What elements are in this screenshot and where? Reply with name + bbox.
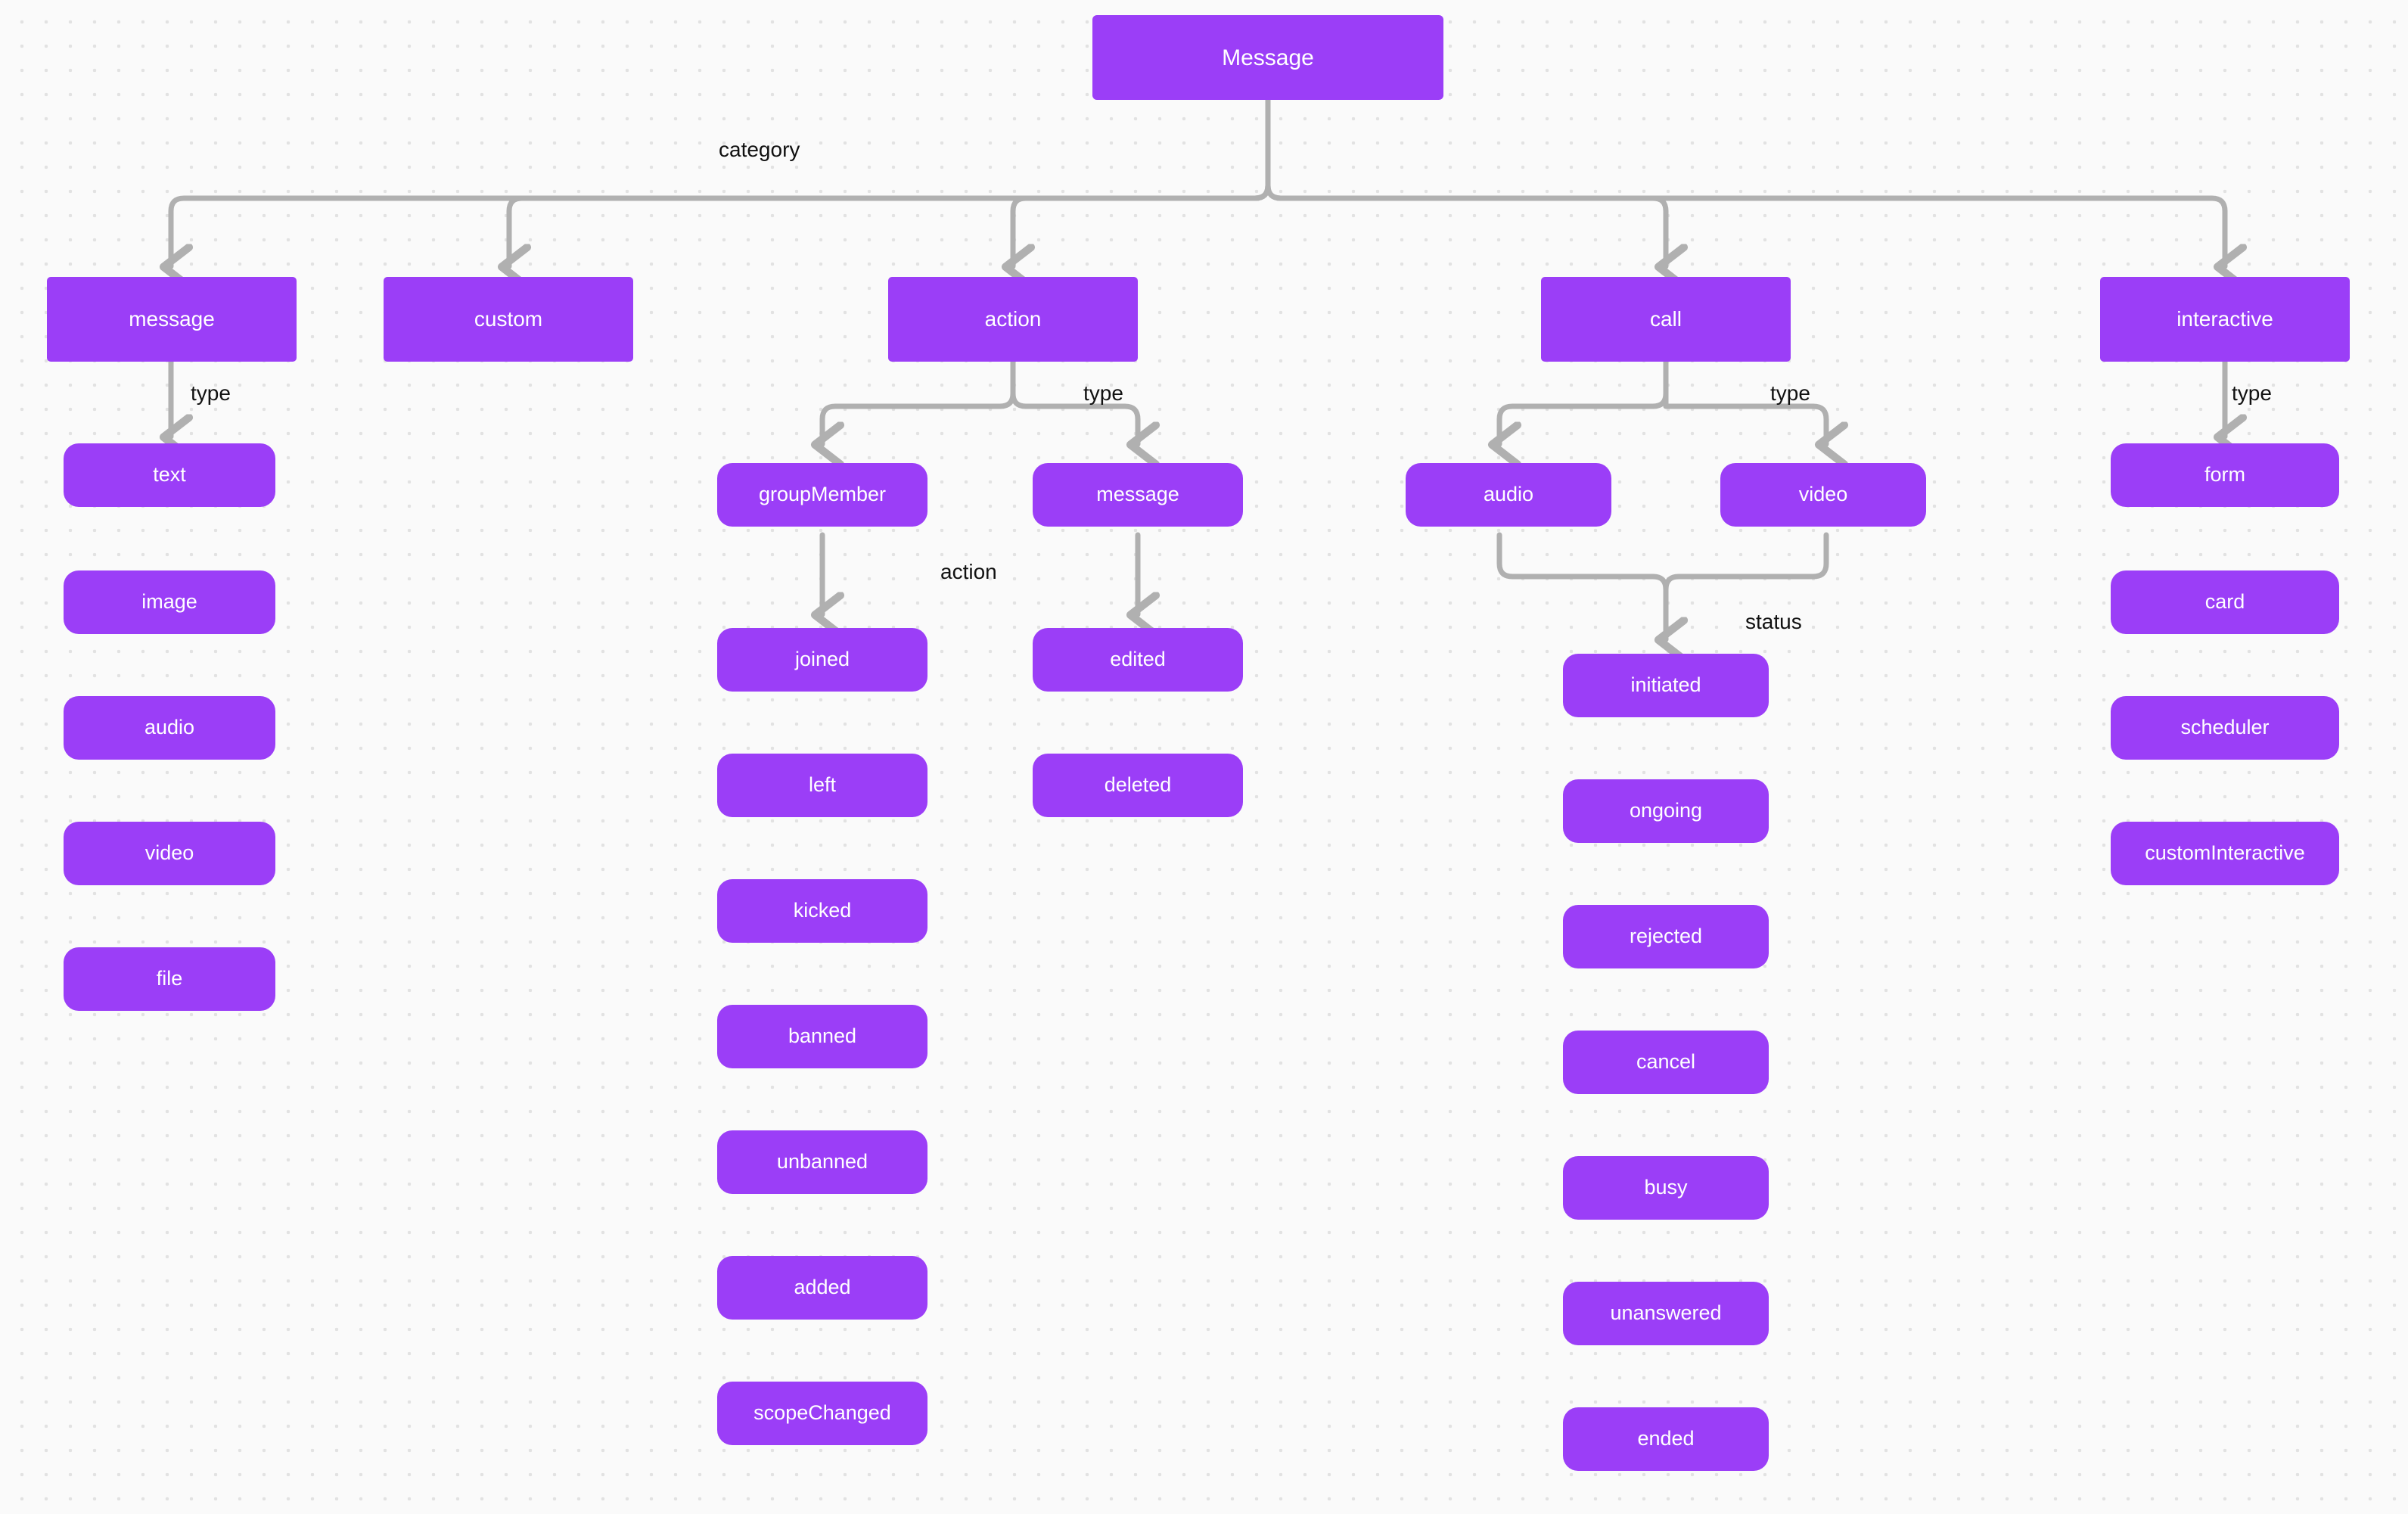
node-category-custom: custom [384, 277, 633, 362]
node-groupmember-action-scopechanged: scopeChanged [717, 1382, 927, 1445]
node-label: customInteractive [2145, 841, 2305, 865]
node-label: file [156, 967, 183, 990]
node-label: ended [1637, 1427, 1695, 1450]
node-call-status-cancel: cancel [1563, 1031, 1769, 1094]
node-category-interactive: interactive [2100, 277, 2350, 362]
node-label: kicked [793, 899, 852, 922]
node-label: video [1798, 483, 1848, 506]
node-label: groupMember [758, 483, 887, 506]
node-action-type-groupmember: groupMember [717, 463, 927, 527]
node-label: edited [1110, 648, 1166, 671]
node-call-status-unanswered: unanswered [1563, 1282, 1769, 1345]
node-label: unanswered [1610, 1301, 1722, 1325]
node-groupmember-action-unbanned: unbanned [717, 1130, 927, 1194]
node-interactive-type-form: form [2111, 443, 2339, 507]
node-message-action-edited: edited [1033, 628, 1243, 692]
node-action-type-message: message [1033, 463, 1243, 527]
node-groupmember-action-joined: joined [717, 628, 927, 692]
node-label: video [144, 841, 194, 865]
node-label: banned [788, 1024, 857, 1048]
node-interactive-type-custominteractive: customInteractive [2111, 822, 2339, 885]
node-label: call [1649, 306, 1682, 331]
node-interactive-type-scheduler: scheduler [2111, 696, 2339, 760]
node-groupmember-action-added: added [717, 1256, 927, 1320]
node-label: card [2204, 590, 2245, 614]
node-label: interactive [2177, 306, 2273, 331]
node-label: added [794, 1276, 851, 1299]
node-label: left [808, 773, 837, 797]
node-call-type-video: video [1720, 463, 1926, 527]
node-label: audio [144, 716, 195, 739]
node-category-action: action [888, 277, 1138, 362]
node-label: deleted [1104, 773, 1172, 797]
node-call-type-audio: audio [1406, 463, 1611, 527]
node-label: unbanned [776, 1150, 868, 1174]
edge-label-type-action: type [1083, 381, 1123, 405]
node-label: joined [794, 648, 850, 671]
edge-label-type-interactive: type [2232, 381, 2272, 405]
node-call-status-busy: busy [1563, 1156, 1769, 1220]
node-label: custom [474, 306, 543, 331]
node-label: busy [1644, 1176, 1688, 1199]
node-label: cancel [1636, 1050, 1696, 1074]
node-label: image [141, 590, 197, 614]
node-interactive-type-card: card [2111, 570, 2339, 634]
node-groupmember-action-kicked: kicked [717, 879, 927, 943]
node-category-message: message [47, 277, 297, 362]
edge-label-type-message: type [191, 381, 231, 405]
node-label: ongoing [1629, 799, 1703, 822]
node-root: Message [1092, 15, 1443, 100]
node-call-status-ongoing: ongoing [1563, 779, 1769, 843]
node-label: text [153, 463, 186, 487]
node-label: audio [1483, 483, 1534, 506]
node-groupmember-action-left: left [717, 754, 927, 817]
node-label: Message [1222, 45, 1314, 70]
node-label: message [129, 306, 215, 331]
node-call-status-initiated: initiated [1563, 654, 1769, 717]
node-message-action-deleted: deleted [1033, 754, 1243, 817]
node-label: message [1096, 483, 1179, 506]
node-message-type-file: file [64, 947, 275, 1011]
edge-label-status-call: status [1745, 610, 1802, 633]
node-groupmember-action-banned: banned [717, 1005, 927, 1068]
edge-label-action-groupmember: action [940, 560, 997, 583]
node-label: action [984, 306, 1042, 331]
node-label: scheduler [2180, 716, 2270, 739]
node-message-type-audio: audio [64, 696, 275, 760]
node-message-type-text: text [64, 443, 275, 507]
node-message-type-video: video [64, 822, 275, 885]
node-call-status-ended: ended [1563, 1407, 1769, 1471]
edge-label-type-call: type [1770, 381, 1810, 405]
node-label: form [2204, 463, 2245, 487]
node-label: initiated [1630, 673, 1701, 697]
node-label: scopeChanged [753, 1401, 891, 1425]
node-label: rejected [1629, 925, 1703, 948]
node-category-call: call [1541, 277, 1791, 362]
edge-label-category: category [719, 138, 800, 161]
node-call-status-rejected: rejected [1563, 905, 1769, 968]
node-message-type-image: image [64, 570, 275, 634]
